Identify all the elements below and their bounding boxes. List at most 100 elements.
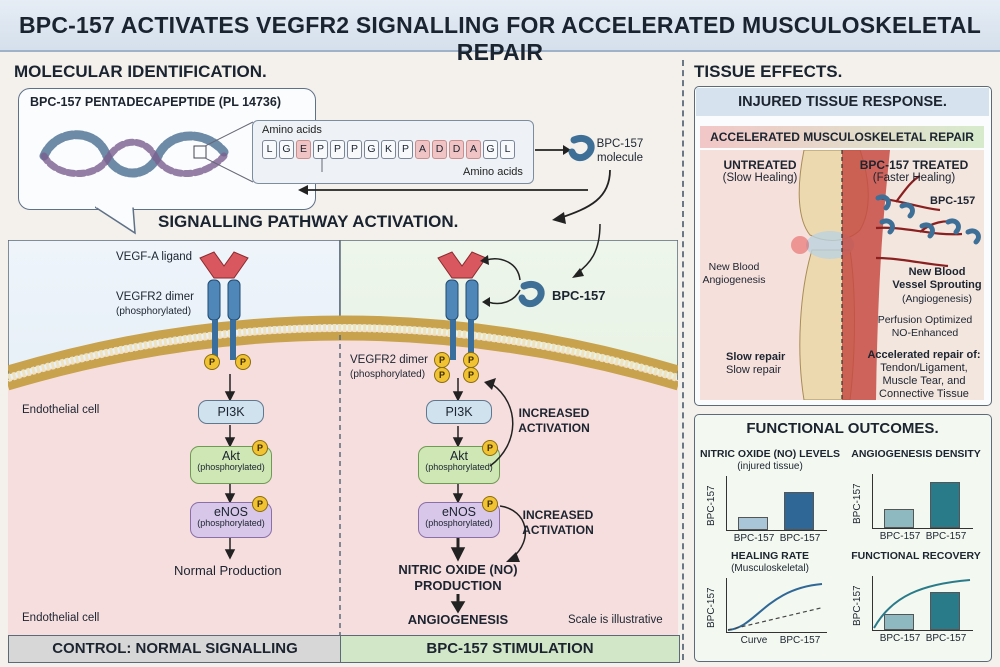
chart-title: ANGIOGENESIS DENSITY: [851, 448, 981, 460]
increased-activation-1b: ACTIVATION: [518, 421, 590, 435]
page-title: BPC-157 ACTIVATES VEGFR2 SIGNALLING FOR …: [19, 12, 981, 65]
vessel-2: Vessel Sprouting: [892, 279, 982, 291]
new-blood-2: Angiogenesis: [702, 274, 766, 286]
feedback-arrow-2: [499, 505, 527, 562]
section-divider: [682, 60, 684, 660]
control-ligand-label: VEGF-A ligand: [116, 251, 193, 263]
molecule-label-2: molecule: [596, 152, 644, 164]
phospho-badge: P: [434, 367, 450, 383]
amino-acid: G: [364, 140, 379, 159]
peptide-chain-icon: [39, 130, 229, 178]
stim-incoming-arrow: [572, 223, 601, 278]
tissue-response-title: INJURED TISSUE RESPONSE.: [696, 88, 989, 116]
molecule-label-1: BPC-157: [596, 138, 644, 150]
amino-acid: P: [398, 140, 413, 159]
chart-bar: [884, 613, 914, 630]
bpc-particles-icon: [875, 194, 981, 245]
pathway-title: SIGNALLING PATHWAY ACTIVATION.: [158, 212, 459, 231]
accel-2: Tendon/Ligament,: [880, 362, 968, 374]
amino-acid: P: [313, 140, 328, 159]
phospho-badge: P: [204, 354, 220, 370]
untreated-label: UNTREATED: [723, 158, 797, 172]
chart-category-label: Curve: [740, 635, 768, 646]
stim-bpc-label: BPC-157: [552, 288, 606, 303]
phospho-badge: P: [235, 354, 251, 370]
amino-acid: D: [432, 140, 447, 159]
increased-activation-2b: ACTIVATION: [522, 523, 594, 537]
phospho-badge: P: [463, 352, 479, 368]
vessel-3: (Angiogenesis): [901, 293, 973, 305]
chart-category-label: BPC-157: [733, 533, 775, 544]
chart-ylabel: BPC-157: [852, 483, 863, 524]
amino-acid: E: [296, 140, 311, 159]
new-blood-1: New Blood: [708, 261, 760, 273]
sequence-pointer: [321, 158, 323, 172]
chart-axes: [872, 576, 973, 631]
phospho-badge: P: [482, 440, 498, 456]
amino-label-top: Amino acids: [262, 124, 322, 136]
phospho-badge: P: [434, 352, 450, 368]
control-cell-label-top: Endothelial cell: [22, 404, 100, 416]
curved-arrow-down: [552, 169, 611, 224]
title-bar: [0, 0, 1000, 52]
bubble-tail: [95, 205, 136, 235]
molecular-section-title: MOLECULAR IDENTIFICATION.: [14, 62, 267, 81]
chart-subtitle: (injured tissue): [737, 461, 803, 472]
treated-label: BPC-157 TREATED: [859, 158, 969, 172]
phospho-badge: P: [482, 496, 498, 512]
stim-bpc-icon: [518, 281, 545, 308]
chart-category-label: BPC-157: [779, 635, 821, 646]
stim-footer: BPC-157 STIMULATION: [340, 635, 680, 663]
amino-acid: P: [347, 140, 362, 159]
no-production-1: NITRIC OXIDE (NO): [398, 562, 518, 577]
control-cell-label-bottom: Endothelial cell: [22, 612, 100, 624]
slow-repair-1: Slow repair: [726, 351, 786, 363]
control-pi3k: PI3K: [198, 400, 264, 424]
chart-axes: [872, 474, 973, 529]
amino-acid: A: [415, 140, 430, 159]
stim-receptor-sub: (phosphorylated): [350, 369, 426, 380]
phospho-badge: P: [463, 367, 479, 383]
chart-bar: [930, 592, 960, 630]
amino-acid: L: [500, 140, 515, 159]
control-footer: CONTROL: NORMAL SIGNALLING: [8, 635, 342, 663]
curve-untreated: [727, 607, 823, 631]
chart-title: FUNCTIONAL RECOVERY: [851, 550, 981, 562]
zoom-lines: [205, 121, 254, 183]
bpc-molecule-icon: [568, 135, 595, 162]
recovery-curve-line: [873, 579, 971, 629]
peptide-title: BPC-157 PENTADECAPEPTIDE (PL 14736): [30, 95, 282, 109]
phospho-badge: P: [252, 496, 268, 512]
arrow-to-molecule: [535, 145, 571, 155]
chart-ylabel: BPC-157: [706, 485, 717, 526]
vessel-1: New Blood: [908, 266, 966, 278]
increased-activation-1a: INCREASED: [518, 406, 590, 420]
tissue-bpc-label: BPC-157: [930, 195, 976, 207]
control-receptor-sub: (phosphorylated): [116, 306, 192, 317]
amino-label-bottom: Amino acids: [463, 166, 523, 178]
angiogenesis-label: ANGIOGENESIS: [407, 612, 509, 627]
stim-cascade-arrows: [450, 378, 466, 614]
chart-category-label: BPC-157: [925, 531, 967, 542]
phospho-badge: P: [252, 440, 268, 456]
slow-repair-2: Slow repair: [726, 364, 782, 376]
increased-activation-2a: INCREASED: [522, 508, 594, 522]
outcomes-title: FUNCTIONAL OUTCOMES.: [746, 420, 939, 437]
amino-acid: K: [381, 140, 396, 159]
accel-1: Accelerated repair of:: [867, 349, 981, 361]
chart-title: HEALING RATE: [731, 550, 809, 562]
amino-acid: L: [262, 140, 277, 159]
chart-category-label: BPC-157: [779, 533, 821, 544]
amino-acid: A: [466, 140, 481, 159]
chart-category-label: BPC-157: [879, 531, 921, 542]
knee-illustration: [700, 150, 984, 400]
healing-curve-plot: [727, 583, 823, 631]
chart-axes: [726, 476, 827, 531]
chart-bar: [884, 509, 914, 528]
chart-category-label: BPC-157: [879, 633, 921, 644]
amino-acid: G: [279, 140, 294, 159]
chart-subtitle: (Musculoskeletal): [731, 563, 809, 574]
untreated-sub: (Slow Healing): [722, 172, 798, 184]
amino-acid: G: [483, 140, 498, 159]
recovery-curve: [873, 579, 971, 629]
